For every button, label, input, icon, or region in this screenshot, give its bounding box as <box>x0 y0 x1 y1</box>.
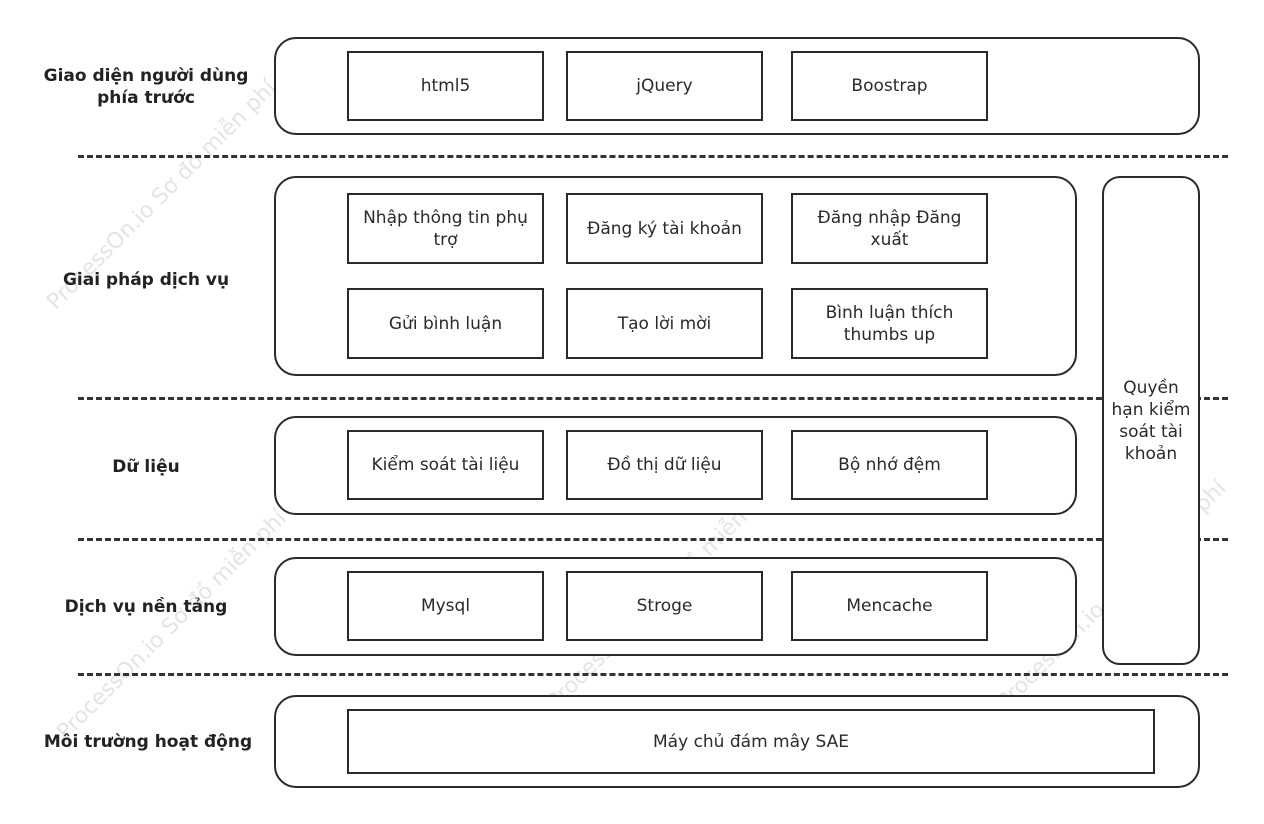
layer-divider <box>78 673 1228 676</box>
component-box: Đăng nhập Đăng xuất <box>791 193 988 264</box>
component-box: Tạo lời mời <box>566 288 763 359</box>
component-box: Stroge <box>566 571 763 641</box>
layer-divider <box>78 538 1228 541</box>
component-box: Bộ nhớ đệm <box>791 430 988 500</box>
layer-divider <box>78 397 1228 400</box>
component-box: Máy chủ đám mây SAE <box>347 709 1155 774</box>
component-box: Gửi bình luận <box>347 288 544 359</box>
component-box: Boostrap <box>791 51 988 121</box>
component-box: Đồ thị dữ liệu <box>566 430 763 500</box>
component-box: Mencache <box>791 571 988 641</box>
component-box: Nhập thông tin phụ trợ <box>347 193 544 264</box>
layer-label-runtime: Môi trường hoạt động <box>43 732 253 752</box>
layer-label-frontend: Giao diện người dùng phía trước <box>43 66 249 108</box>
layer-label-services: Giai pháp dịch vụ <box>62 270 230 290</box>
layer-label-platform: Dịch vụ nền tảng <box>64 597 228 617</box>
layer-label-data: Dữ liệu <box>112 457 180 477</box>
component-box: jQuery <box>566 51 763 121</box>
side-panel-account-control: Quyền hạn kiểm soát tài khoản <box>1102 176 1200 665</box>
component-box: Kiểm soát tài liệu <box>347 430 544 500</box>
component-box: Đăng ký tài khoản <box>566 193 763 264</box>
component-box: Bình luận thích thumbs up <box>791 288 988 359</box>
watermark: ProcessOn.io Sơ đồ miễn phí <box>52 505 292 745</box>
component-box: Mysql <box>347 571 544 641</box>
layer-divider <box>78 155 1228 158</box>
component-box: html5 <box>347 51 544 121</box>
